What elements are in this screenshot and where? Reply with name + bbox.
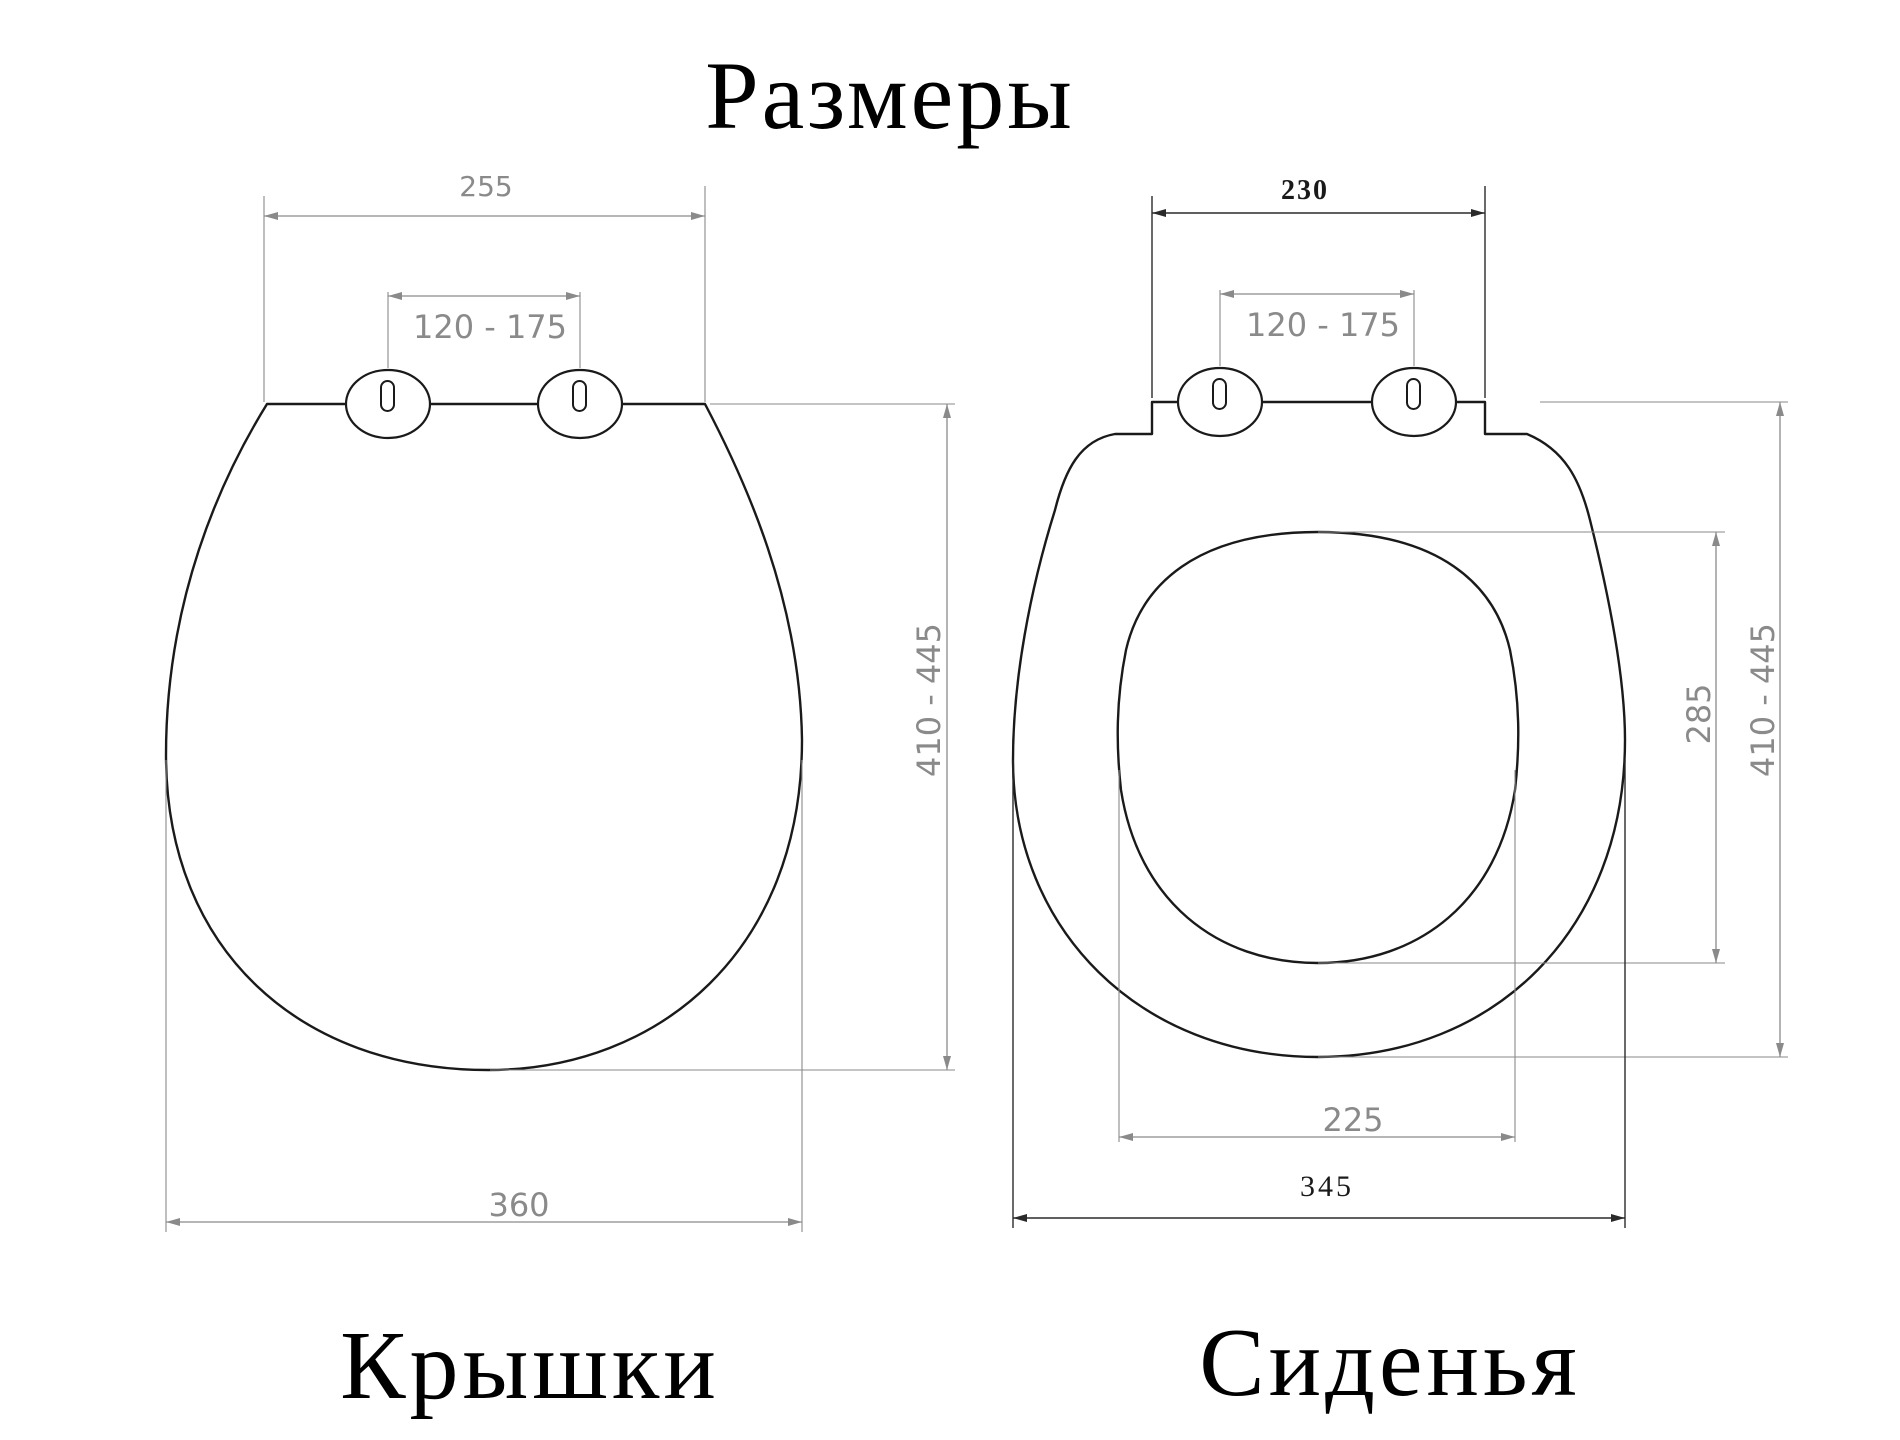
seat-length-label: 410 - 445 — [1744, 623, 1782, 777]
seat-opening-outline — [1116, 530, 1520, 965]
seat-hinge-spacing-dimension: 120 - 175 — [1219, 290, 1415, 366]
seat-hinge-spacing-label: 120 - 175 — [1246, 306, 1400, 344]
page-title: Размеры — [705, 42, 1074, 149]
seat-inner-length-dimension: 285 — [1318, 531, 1725, 964]
seat-top-width-label: 230 — [1281, 175, 1329, 206]
lid-outline — [164, 402, 804, 1072]
seat-outline — [1011, 400, 1627, 1059]
seat-length-dimension: 410 - 445 — [1318, 401, 1788, 1058]
lid-hinge-spacing-dimension: 120 - 175 — [387, 292, 581, 368]
lid-heading: Крышки — [340, 1312, 720, 1420]
lid-drawing: 255 120 - 175 410 - 445 360 — [164, 170, 955, 1232]
lid-top-width-dimension: 255 — [263, 170, 706, 402]
seat-overall-width-label: 345 — [1300, 1170, 1354, 1203]
lid-hinge-right — [536, 368, 624, 440]
seat-overall-width-dimension: 345 — [1012, 760, 1626, 1228]
seat-inner-width-dimension: 225 — [1118, 770, 1516, 1142]
seat-inner-length-label: 285 — [1680, 683, 1718, 744]
lid-overall-width-dimension: 360 — [165, 760, 803, 1232]
seat-hinge-right — [1370, 366, 1458, 438]
seat-hinge-left — [1176, 366, 1264, 438]
lid-length-dimension: 410 - 445 — [490, 403, 955, 1071]
seat-inner-width-label: 225 — [1322, 1101, 1383, 1139]
seat-top-width-dimension: 230 — [1151, 175, 1486, 398]
lid-length-label: 410 - 445 — [910, 623, 948, 777]
seat-drawing: 230 120 - 175 285 410 - 445 — [1011, 175, 1788, 1228]
seat-heading: Сиденья — [1199, 1309, 1580, 1417]
lid-hinge-spacing-label: 120 - 175 — [413, 308, 567, 346]
lid-overall-width-label: 360 — [488, 1186, 549, 1224]
lid-top-width-label: 255 — [459, 170, 512, 203]
lid-hinge-left — [344, 368, 432, 440]
